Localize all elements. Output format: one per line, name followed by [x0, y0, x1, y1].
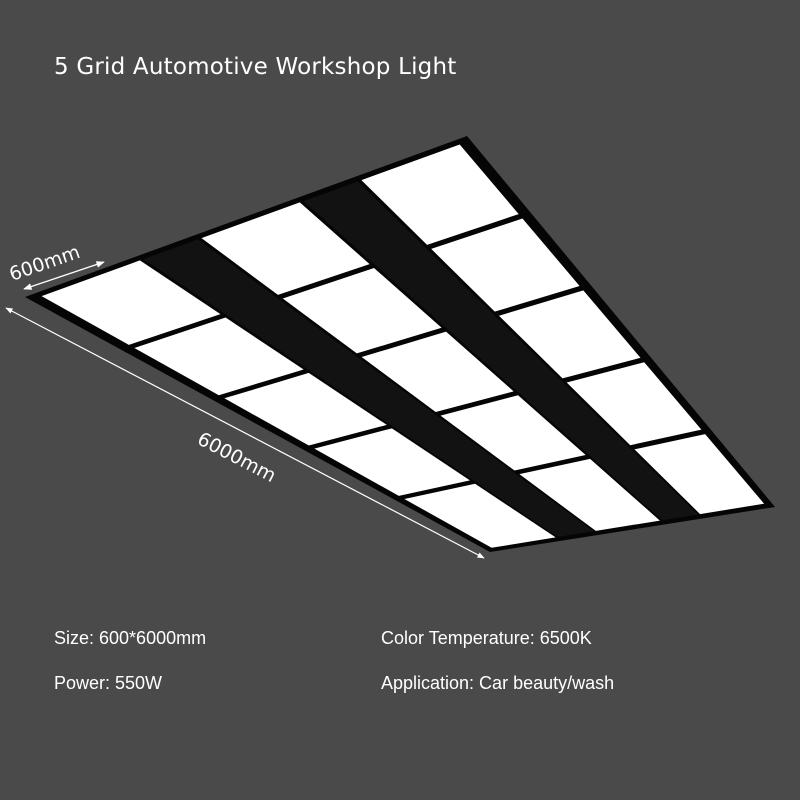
led-panel [498, 290, 641, 379]
led-panel [431, 218, 580, 312]
width-dimension-arrow-icon [23, 261, 105, 290]
spec-application: Application: Car beauty/wash [381, 673, 615, 693]
spec-size: Size: 600*6000mm [54, 628, 207, 648]
width-dimension-label: 600mm [6, 241, 82, 286]
page-title: 5 Grid Automotive Workshop Light [54, 54, 457, 80]
spec-color-temperature: Color Temperature: 6500K [381, 628, 592, 648]
spec-power: Power: 550W [54, 673, 163, 693]
led-panel-grid-icon [25, 136, 775, 552]
length-dimension-label: 6000mm [194, 428, 280, 487]
led-panel [566, 362, 702, 446]
led-panel [201, 202, 370, 295]
led-panel [519, 458, 660, 531]
divider-bar [303, 181, 698, 521]
led-panel [361, 144, 519, 245]
led-panel [634, 434, 765, 515]
length-dimension-arrow-icon [5, 307, 485, 559]
